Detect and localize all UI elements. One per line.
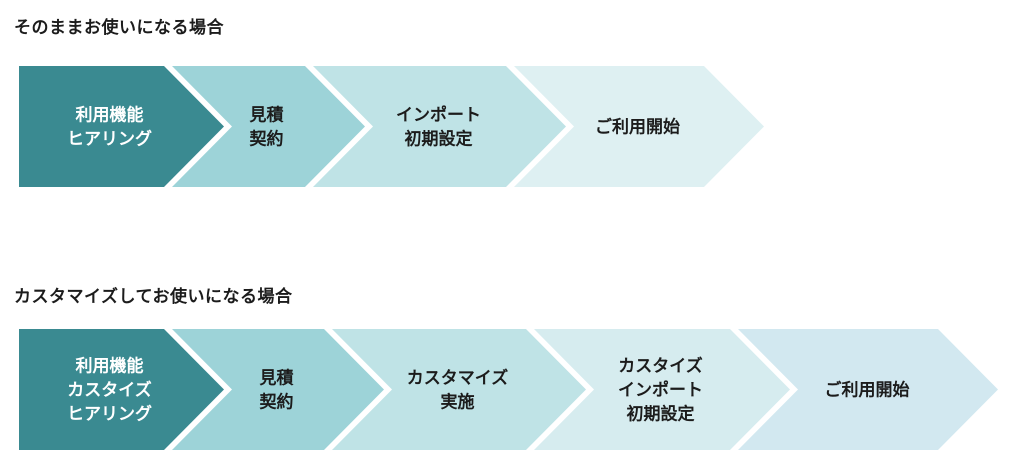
chevron-shape — [311, 66, 566, 187]
step-label-line: 利用機能 — [76, 105, 144, 126]
step-label-line: 見積 — [249, 105, 285, 126]
step-label-line: 契約 — [249, 129, 284, 150]
step-label-line: カスタイズ — [618, 356, 703, 377]
chevron-shape — [531, 329, 790, 450]
flow-2-title: カスタマイズしてお使いになる場合 — [14, 287, 293, 307]
flow-2-step-3: カスタマイズ実施 — [329, 329, 594, 450]
step-label: 見積契約 — [259, 368, 295, 413]
step-label: カスタマイズ実施 — [407, 368, 509, 413]
step-label-line: ご利用開始 — [825, 380, 910, 401]
flow-1-step-4: ご利用開始 — [511, 66, 772, 187]
flow-1: ご利用開始 インポート初期設定 見積契約 利用機能ヒアリング — [19, 66, 772, 187]
step-label-line: インポート — [396, 105, 481, 126]
step-label: 利用機能カスタイズヒアリング — [67, 356, 152, 425]
flow-2-step-1: 利用機能カスタイズヒアリング — [19, 329, 232, 450]
step-label-line: ヒアリング — [67, 129, 152, 150]
flow-2-step-2: 見積契約 — [169, 329, 392, 450]
chevron-shape — [19, 329, 224, 450]
step-label: 利用機能ヒアリング — [67, 105, 152, 150]
chevron-shape — [19, 66, 224, 187]
chevron-shape — [329, 329, 586, 450]
step-label-line: カスタマイズ — [407, 368, 509, 389]
step-label: インポート初期設定 — [396, 105, 481, 150]
step-label-line: ご利用開始 — [595, 117, 680, 138]
flow-1-step-3: インポート初期設定 — [311, 66, 574, 187]
step-label: カスタイズインポート初期設定 — [618, 356, 703, 425]
step-label-line: 初期設定 — [627, 404, 695, 425]
flow-1-step-1: 利用機能ヒアリング — [19, 66, 232, 187]
step-label-line: 初期設定 — [405, 129, 473, 150]
step-label-line: 見積 — [259, 368, 295, 389]
flow-2: ご利用開始カスタイズインポート初期設定カスタマイズ実施見積契約利用機能カスタイズ… — [19, 329, 1006, 450]
step-label: 見積契約 — [249, 105, 285, 150]
step-label-line: インポート — [618, 380, 703, 401]
step-label-line: 利用機能 — [76, 356, 144, 377]
flow-1-title: そのままお使いになる場合 — [14, 18, 224, 38]
flow-1-step-2: 見積契約 — [168, 66, 373, 187]
chevron-shape — [736, 329, 998, 450]
flow-2-step-5: ご利用開始 — [736, 329, 1006, 450]
chevron-shape — [168, 66, 365, 187]
chevron-shape — [169, 329, 384, 450]
step-label-line: ヒアリング — [67, 404, 152, 425]
step-label: ご利用開始 — [595, 117, 680, 138]
step-label: ご利用開始 — [825, 380, 910, 401]
flow-2-step-4: カスタイズインポート初期設定 — [531, 329, 798, 450]
step-label-line: 実施 — [441, 392, 475, 413]
chevron-shape — [511, 66, 764, 187]
step-label-line: 契約 — [259, 392, 294, 413]
step-label-line: カスタイズ — [67, 380, 152, 401]
